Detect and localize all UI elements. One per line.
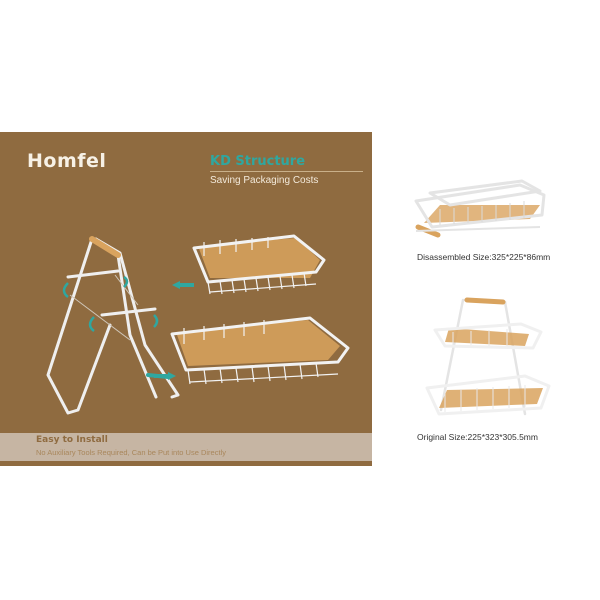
arrow-left-icon <box>172 281 194 289</box>
folding-frame-illustration <box>46 236 180 415</box>
feature-subtitle: Saving Packaging Costs <box>210 175 319 186</box>
top-basket-illustration <box>192 234 326 295</box>
brand-logo: Homfel <box>27 150 107 172</box>
bottom-basket-illustration <box>170 316 350 385</box>
feature-panel <box>0 132 372 466</box>
assembled-product-image <box>425 297 551 416</box>
original-size-label: Original Size:225*323*305.5mm <box>417 432 538 442</box>
caption-title: Easy to Install <box>36 435 108 445</box>
caption-band <box>0 433 372 461</box>
title-divider <box>210 171 363 172</box>
disassembled-product-image <box>414 179 546 238</box>
disassembled-size-label: Disassembled Size:325*225*86mm <box>417 252 551 262</box>
feature-title: KD Structure <box>210 154 306 169</box>
arrow-left-icon <box>154 372 176 380</box>
caption-subtitle: No Auxiliary Tools Required, Can be Put … <box>36 448 226 457</box>
